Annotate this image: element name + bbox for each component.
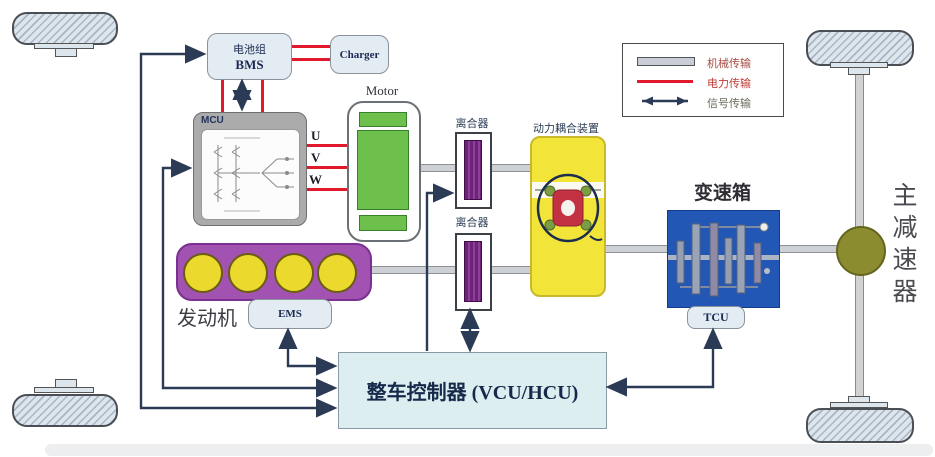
wheel-rear-left <box>12 394 118 427</box>
motor-stator-bottom <box>359 215 407 231</box>
signal-vcu-tcu <box>605 327 723 397</box>
clutch-top-label: 离合器 <box>455 118 489 130</box>
clutch-top-housing <box>455 132 492 209</box>
wheel-front-right <box>806 30 914 66</box>
clutch-bottom-housing <box>455 233 492 311</box>
final-drive-gear <box>836 226 886 276</box>
page-edge-strip <box>45 444 933 456</box>
wheel-front-left-hub <box>55 48 77 57</box>
legend-electric-swatch <box>637 80 693 83</box>
wheel-rear-left-bracket <box>34 387 94 393</box>
legend-electric-label: 电力传输 <box>707 78 751 90</box>
vcu-box: 整车控制器 (VCU/HCU) <box>338 352 607 429</box>
wheel-rear-right <box>806 408 914 443</box>
motor-label: Motor <box>365 83 399 98</box>
gearbox-label: 变速箱 <box>693 183 751 204</box>
legend-signal-swatch <box>642 96 688 106</box>
coupling-box <box>530 136 606 297</box>
clutch-top-disc <box>464 140 482 200</box>
coupling-label: 动力耦合装置 <box>533 123 599 135</box>
motor-box <box>347 101 421 242</box>
final-drive-label: 主减速器 <box>889 182 916 310</box>
legend-mechanical-label: 机械传输 <box>707 58 751 70</box>
motor-rotor <box>357 130 409 210</box>
charger-label: Charger <box>339 48 380 61</box>
legend-box: 机械传输 电力传输 信号传输 <box>622 43 784 117</box>
signal-vcu-ems <box>278 327 338 376</box>
planetary-gear-drawing <box>532 173 604 243</box>
signal-vcu-bms <box>139 44 338 418</box>
legend-signal-label: 信号传输 <box>707 98 751 110</box>
tcu-label: TCU <box>703 310 729 324</box>
clutch-bottom-label: 离合器 <box>455 217 489 229</box>
wheel-rear-right-bracket <box>830 402 888 408</box>
motor-stator-top <box>359 112 407 127</box>
wheel-front-right-hub <box>848 67 870 75</box>
charger-box: Charger <box>330 35 389 74</box>
signal-vcu-mcu <box>161 158 338 398</box>
signal-vcu-clutch-top <box>425 183 455 351</box>
legend-mechanical-swatch <box>637 57 695 66</box>
vcu-label: 整车控制器 (VCU/HCU) <box>366 382 579 404</box>
gearbox-box <box>667 210 780 308</box>
clutch-bottom-disc <box>464 241 482 302</box>
gear-shafts-drawing <box>668 222 779 297</box>
